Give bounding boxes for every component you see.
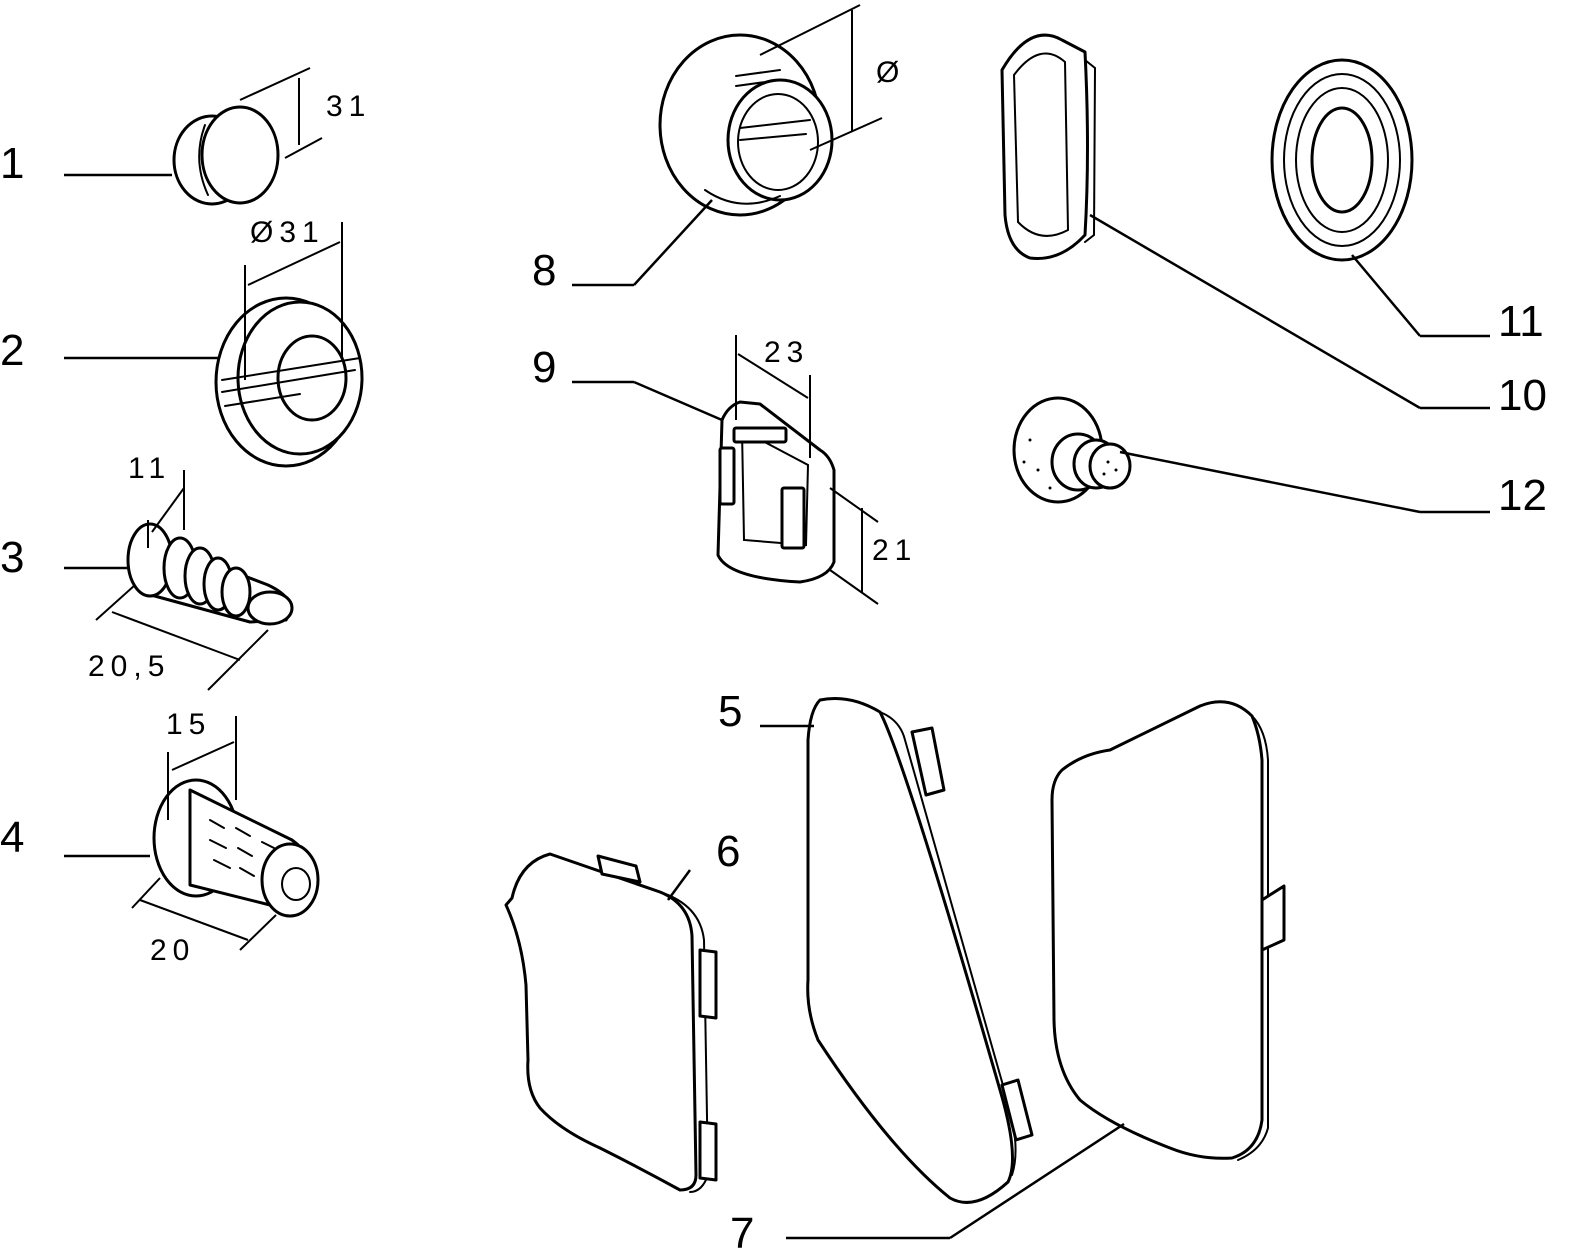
dimension-diameter-31: Ø31 xyxy=(250,216,325,249)
callout-6: 6 xyxy=(716,827,740,876)
dimension-20-5: 20,5 xyxy=(88,650,170,683)
part-8-large-grommet: 8 Ø xyxy=(532,4,905,295)
part-10-oblong-plug: 10 xyxy=(1000,33,1547,420)
dimension-31: 31 xyxy=(326,90,371,123)
part-12-stepped-plug: 12 xyxy=(1012,396,1547,520)
dimension-23: 23 xyxy=(764,336,809,369)
part-6-small-cover: 6 xyxy=(504,827,740,1193)
callout-7: 7 xyxy=(730,1209,754,1256)
callout-3: 3 xyxy=(0,533,24,582)
dimension-20: 20 xyxy=(150,934,195,967)
part-5-triangular-cover: 5 xyxy=(718,687,1034,1204)
dimension-11: 11 xyxy=(128,452,171,485)
callout-2: 2 xyxy=(0,326,24,375)
part-7-large-cover: 7 xyxy=(730,700,1286,1256)
part-1-round-plug: 1 31 xyxy=(0,67,371,206)
dimension-15: 15 xyxy=(166,708,211,741)
dimension-diameter: Ø xyxy=(876,56,905,89)
callout-5: 5 xyxy=(718,687,742,736)
callout-9: 9 xyxy=(532,343,556,392)
part-2-ring-grommet: 2 Ø31 xyxy=(0,216,364,468)
callout-12: 12 xyxy=(1498,471,1547,520)
callout-11: 11 xyxy=(1498,297,1544,346)
callout-4: 4 xyxy=(0,813,24,862)
dimension-21: 21 xyxy=(872,534,917,567)
callout-8: 8 xyxy=(532,246,556,295)
part-11-oval-grommet: 11 xyxy=(1270,58,1544,346)
callout-10: 10 xyxy=(1498,371,1547,420)
part-3-ribbed-plug: 3 11 20,5 xyxy=(0,452,294,691)
callout-1: 1 xyxy=(0,139,24,188)
part-9-square-cap: 9 23 21 xyxy=(532,335,917,605)
part-4-slotted-plug: 4 15 20 xyxy=(0,708,320,967)
